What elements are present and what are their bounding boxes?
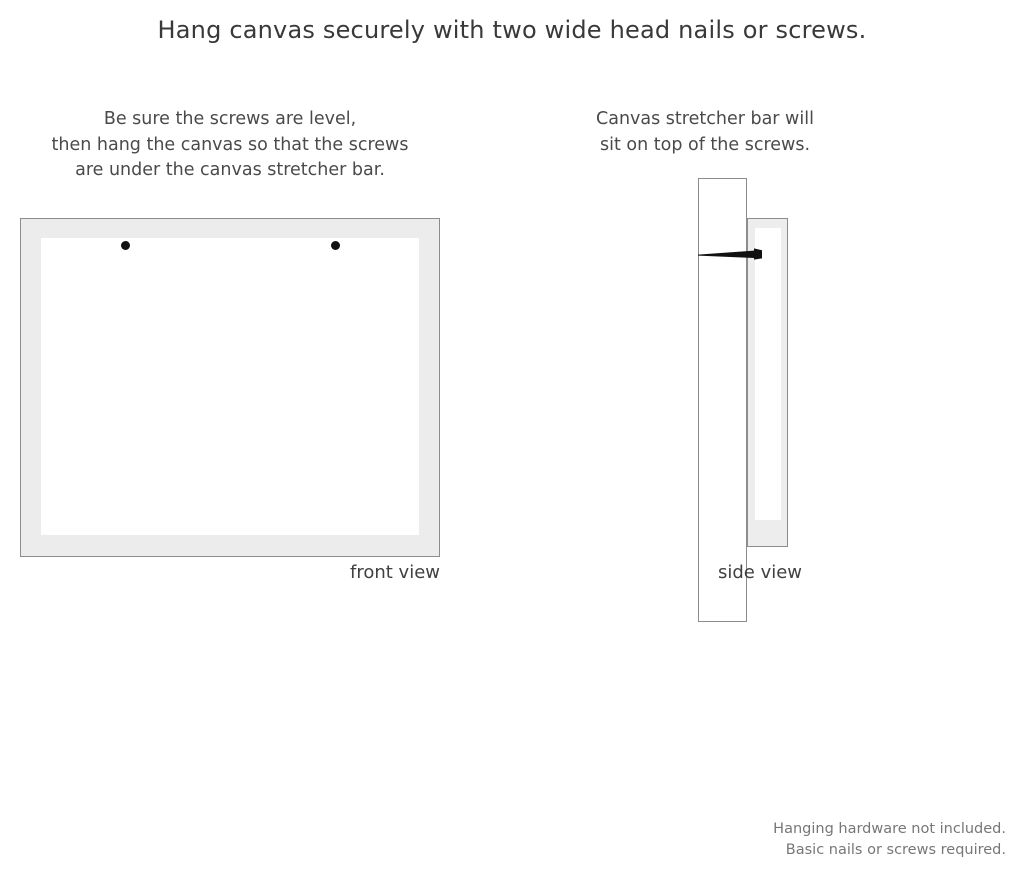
front-view-label: front view [350,562,440,583]
stretcher-bar-profile [755,228,781,520]
side-view-caption-line-1: Canvas stretcher bar will [596,109,814,129]
canvas-face-front [41,238,419,535]
front-view-caption-line-2: then hang the canvas so that the screws [51,134,409,155]
front-view-caption-line-3: are under the canvas stretcher bar. [75,160,385,180]
screw-side-icon [698,248,762,260]
screw-head-left-icon [121,241,130,250]
hardware-disclaimer: Hanging hardware not included. Basic nai… [773,819,1006,861]
hardware-disclaimer-line-2: Basic nails or screws required. [785,842,1006,858]
page-title: Hang canvas securely with two wide head … [157,16,867,44]
side-view-diagram [698,178,790,624]
side-view-caption-line-2: sit on top of the screws. [599,134,811,155]
hardware-disclaimer-line-1: Hanging hardware not included. [773,821,1006,837]
wall-profile [698,178,747,622]
front-view-diagram [20,218,440,557]
side-view-label: side view [717,562,803,583]
side-view-caption: Canvas stretcher bar will sit on top of … [560,107,850,158]
front-view-caption-line-1: Be sure the screws are level, [103,109,357,129]
front-view-caption: Be sure the screws are level, then hang … [20,107,440,184]
screw-head-right-icon [331,241,340,250]
